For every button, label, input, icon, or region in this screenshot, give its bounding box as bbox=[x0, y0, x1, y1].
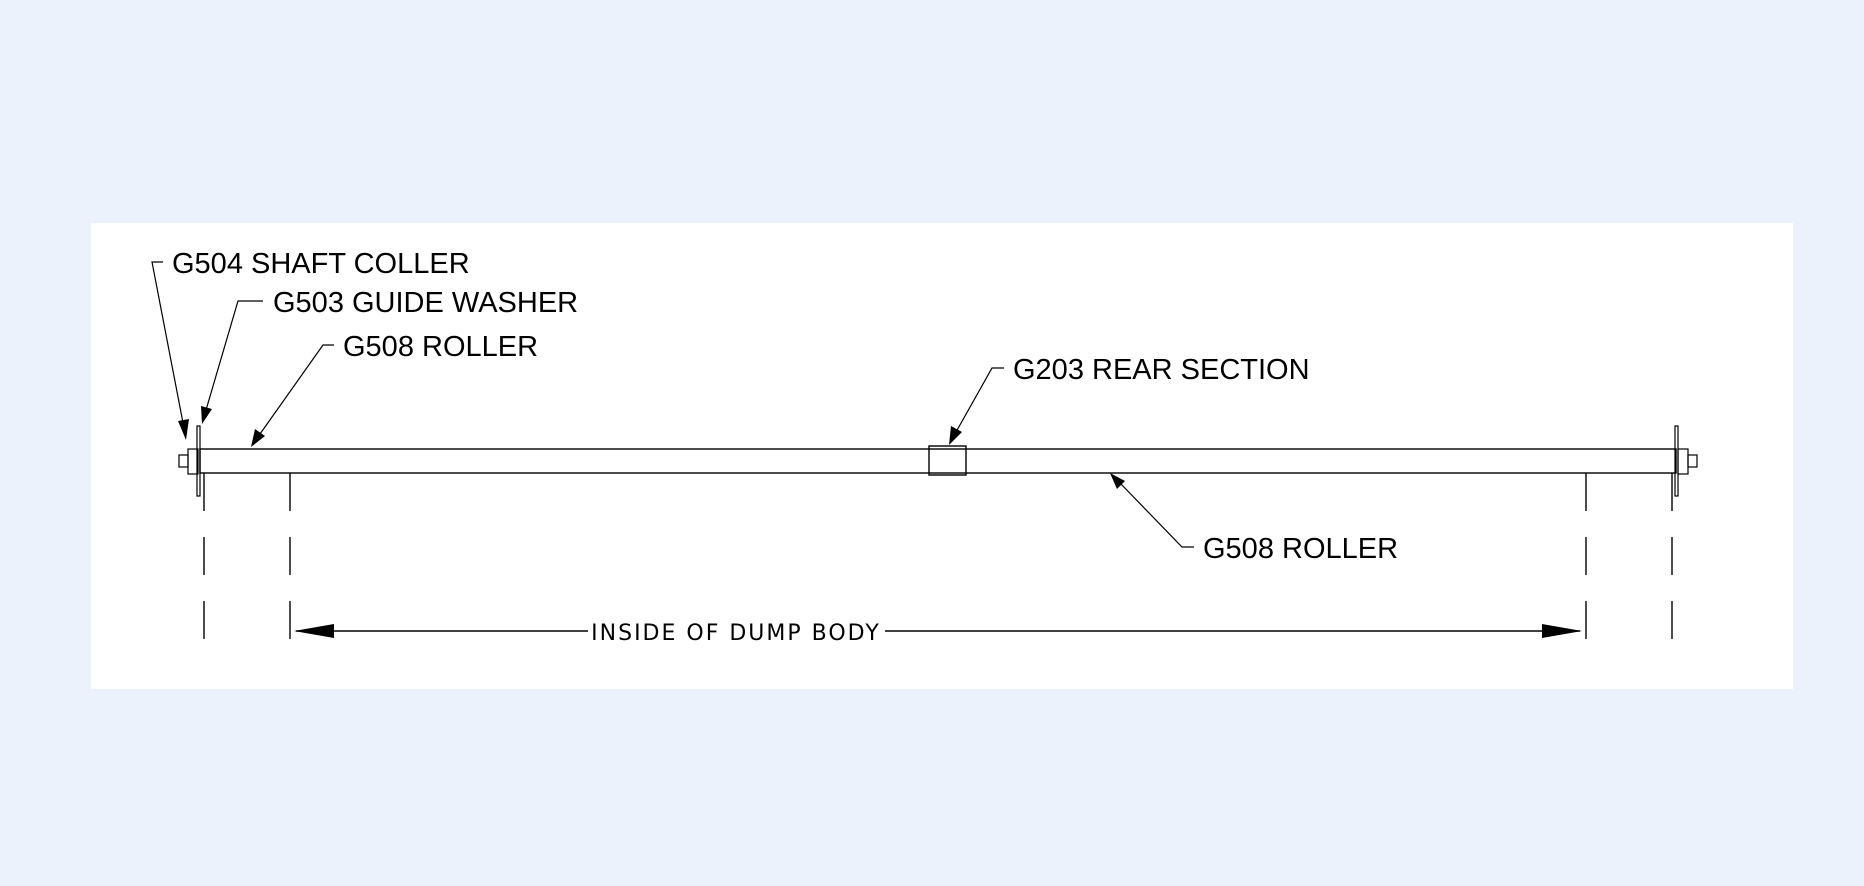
inside-dump-body-dimension: INSIDE OF DUMP BODY bbox=[294, 621, 1582, 646]
leader-arrow-guide-washer bbox=[201, 406, 212, 424]
rear-section-coupling bbox=[928, 445, 967, 476]
callout-leaders bbox=[151, 261, 1194, 548]
extension-lines bbox=[203, 473, 1673, 660]
leader-roller-right bbox=[1119, 482, 1194, 548]
callout-rear-section: G203 REAR SECTION bbox=[1013, 354, 1310, 386]
dimension-arrow-right bbox=[1542, 624, 1582, 638]
callout-labels: G504 SHAFT COLLER G503 GUIDE WASHER G508… bbox=[172, 248, 1398, 565]
leader-guide-washer bbox=[205, 300, 263, 411]
leader-arrow-roller-right bbox=[1110, 473, 1125, 489]
callout-shaft-collar: G504 SHAFT COLLER bbox=[172, 248, 470, 280]
callout-roller-right: G508 ROLLER bbox=[1203, 533, 1398, 565]
callout-roller-left: G508 ROLLER bbox=[343, 331, 538, 363]
leader-rear-section bbox=[955, 367, 1004, 433]
drawing-sheet bbox=[91, 223, 1793, 689]
leader-arrow-roller-left bbox=[251, 429, 265, 447]
right-shaft-stub bbox=[1687, 454, 1698, 468]
left-shaft-collar bbox=[187, 448, 199, 475]
roller-shaft-assembly bbox=[178, 425, 1698, 497]
leader-roller-left bbox=[259, 344, 334, 435]
dimension-label: INSIDE OF DUMP BODY bbox=[591, 621, 881, 646]
left-guide-washer bbox=[196, 425, 201, 497]
leader-arrow-shaft-collar bbox=[178, 419, 189, 440]
dimension-arrow-left bbox=[294, 624, 334, 638]
leader-shaft-collar bbox=[151, 261, 185, 429]
leader-arrow-rear-section bbox=[949, 426, 962, 445]
callout-guide-washer: G503 GUIDE WASHER bbox=[273, 287, 578, 319]
